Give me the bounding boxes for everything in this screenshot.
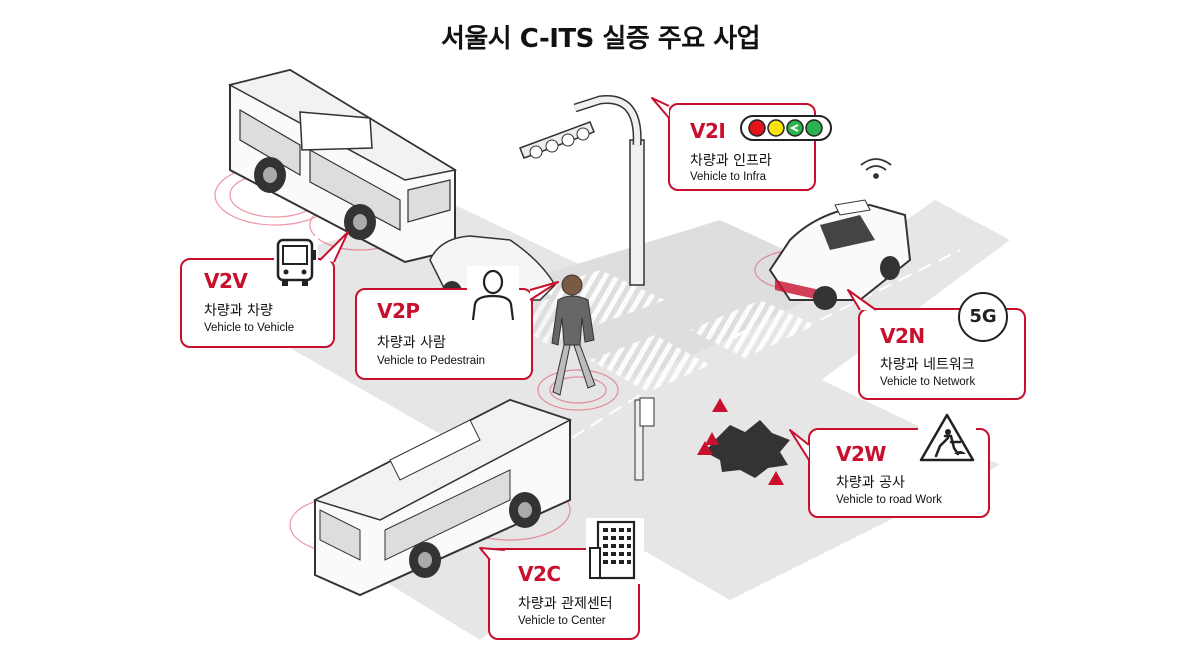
v2c-code: V2C: [518, 562, 561, 586]
building-icon: [586, 518, 644, 584]
callout-v2n: V2N 5G 차량과 네트워크 Vehicle to Network: [858, 292, 1026, 400]
v2n-korean-label: 차량과 네트워크: [880, 357, 975, 373]
v2n-english-label: Vehicle to Network: [880, 376, 976, 388]
callout-v2c: V2C 차량과 관제센터 Vehicle to Center: [488, 518, 644, 640]
traffic-signal-icon: [740, 115, 832, 141]
road-damage: [697, 398, 790, 485]
v2w-english-label: Vehicle to road Work: [836, 494, 942, 506]
v2i-code: V2I: [690, 119, 726, 143]
traffic-signal-pole: [519, 95, 645, 286]
diagram-title: 서울시 C-ITS 실증 주요 사업: [440, 24, 761, 54]
v2c-korean-label: 차량과 관제센터: [518, 596, 613, 612]
person-icon: [467, 266, 519, 324]
callout-v2i: V2I 차량과 인프라 Vehicle to Infra: [668, 103, 832, 191]
5g-icon: 5G: [958, 292, 1008, 342]
v2c-english-label: Vehicle to Center: [518, 615, 606, 627]
bus-upper: [227, 68, 458, 264]
bus-icon: [274, 236, 318, 290]
v2p-korean-label: 차량과 사람: [377, 335, 446, 351]
taxi: [768, 199, 912, 310]
v2w-korean-label: 차량과 공사: [836, 475, 905, 491]
road-work-sign-icon: [918, 412, 976, 464]
v2i-english-label: Vehicle to Infra: [690, 171, 767, 183]
callout-v2p: V2P 차량과 사람 Vehicle to Pedestrain: [355, 266, 533, 380]
wifi-icon: [860, 158, 892, 179]
v2v-korean-label: 차량과 차량: [204, 303, 273, 319]
sign-post: [634, 397, 655, 481]
pedestrian: [551, 274, 596, 396]
v2v-english-label: Vehicle to Vehicle: [204, 322, 295, 334]
v2p-english-label: Vehicle to Pedestrain: [377, 355, 486, 367]
bus-lower: [313, 398, 572, 597]
v2i-korean-label: 차량과 인프라: [690, 153, 772, 169]
v2w-code: V2W: [836, 442, 886, 466]
5g-label: 5G: [969, 306, 997, 327]
callout-v2v: V2V 차량과 차량 Vehicle to Vehicle: [180, 236, 335, 348]
v2n-code: V2N: [880, 324, 925, 348]
callout-v2w: V2W 차량과 공사 Vehicle to road Work: [808, 412, 990, 518]
v2v-code: V2V: [204, 269, 248, 293]
v2p-code: V2P: [377, 299, 420, 323]
